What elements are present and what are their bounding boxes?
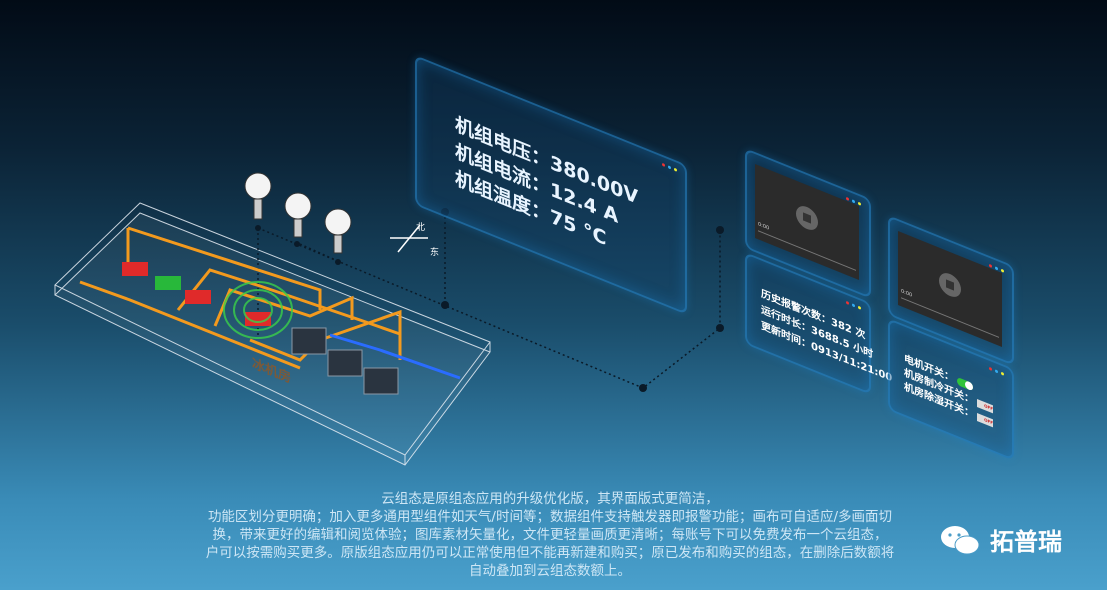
- compass-north: 北: [416, 223, 426, 233]
- description-line: 云组态是原组态应用的升级优化版，其界面版式更简洁，: [381, 491, 719, 507]
- description-line: 功能区划分更明确；加入更多通用型组件如天气/时间等；数据组件支持触发器即报警功能…: [207, 509, 893, 525]
- dehumidify-switch-toggle[interactable]: OFF: [977, 412, 993, 428]
- play-icon[interactable]: [796, 202, 818, 234]
- brand-logo: 拓普瑞: [940, 522, 1062, 557]
- description-line: 自动叠加到云组态数额上。: [469, 563, 631, 579]
- room-box: [54, 202, 491, 466]
- brand-name: 拓普瑞: [990, 528, 1062, 556]
- water-pipes: [329, 333, 461, 380]
- pumps: [291, 327, 399, 395]
- wechat-icon: [941, 525, 980, 554]
- alarm-rings: [223, 281, 293, 339]
- dotted-connectors: [257, 212, 721, 389]
- compass-east: 东: [430, 248, 440, 258]
- description-text: 云组态是原组态应用的升级优化版，其界面版式更简洁， 功能区划分更明确；加入更多通…: [140, 490, 960, 580]
- description-line: 户可以按需购买更多。原版组态应用仍可以正常使用但不能再新建和购买；原已发布和购买…: [205, 545, 895, 561]
- pressure-gauges: [244, 172, 352, 254]
- play-icon[interactable]: [939, 269, 961, 301]
- description-line: 换，带来更好的编辑和阅览体验；图库素材矢量化，文件更轻量画质更清晰；每账号下可以…: [212, 527, 888, 543]
- chillers: [122, 262, 271, 326]
- compass-icon: [390, 224, 428, 253]
